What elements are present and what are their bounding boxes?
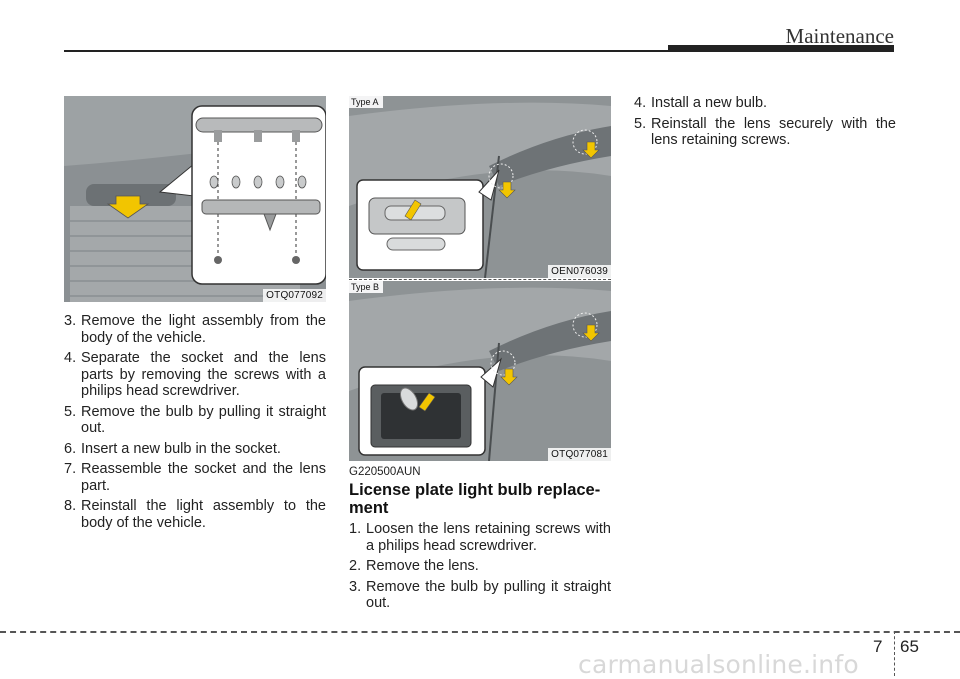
stop-lamp-illustration (64, 96, 326, 302)
footer-rule (0, 631, 960, 633)
list-item: 5.Reinstall the lens securely with the l… (634, 116, 896, 149)
step-list: 3.Remove the light assembly from the bod… (64, 313, 326, 531)
watermark: carmanualsonline.info (578, 650, 859, 679)
list-item: 3.Remove the light assembly from the bod… (64, 313, 326, 346)
list-item: 7.Reassemble the socket and the lens par… (64, 461, 326, 494)
arrow-down-icon (500, 368, 518, 386)
arrow-down-icon (582, 324, 600, 342)
page-number: 65 (900, 637, 919, 656)
step-text: Remove the bulb by pulling it straight o… (81, 403, 326, 437)
arrow-down-icon (106, 195, 150, 219)
step-list: 1.Loosen the lens retaining screws with … (349, 521, 611, 612)
step-text: Reinstall the light assembly to the body… (81, 498, 326, 531)
list-item: 3.Remove the bulb by pulling it straight… (349, 579, 611, 612)
step-text: Loosen the lens retaining screws with a … (366, 521, 611, 554)
step-text: Install a new bulb. (651, 95, 768, 111)
step-text: Separate the socket and the lens parts b… (81, 350, 326, 399)
step-number: 3. (64, 313, 77, 329)
arrow-icon (404, 199, 422, 221)
figure-separator (349, 279, 611, 280)
arrow-down-icon (498, 181, 516, 199)
left-steps-column: 3.Remove the light assembly from the bod… (64, 313, 326, 535)
list-item: 2.Remove the lens. (349, 558, 611, 575)
figure-code-label: OTQ077092 (263, 289, 326, 302)
list-item: 6.Insert a new bulb in the socket. (64, 441, 326, 458)
figure-type-a: Type A OEN076039 (349, 96, 611, 278)
section-title: License plate light bulb replace-ment (349, 481, 601, 517)
figure-code-label: OTQ077081 (548, 448, 611, 461)
section-code: G220500AUN (349, 466, 421, 478)
list-item: 4.Install a new bulb. (634, 95, 896, 112)
license-lamp-type-b-illustration (349, 281, 611, 461)
figure-type-label: Type A (349, 96, 383, 108)
page-header-title: Maintenance (785, 24, 894, 48)
list-item: 8.Reinstall the light assembly to the bo… (64, 498, 326, 531)
list-item: 5.Remove the bulb by pulling it straight… (64, 404, 326, 437)
page-chapter-number: 7 (873, 637, 883, 656)
step-text: Remove the lens. (366, 558, 479, 574)
header-rule (64, 50, 894, 52)
middle-steps-column: 1.Loosen the lens retaining screws with … (349, 521, 611, 616)
step-text: Insert a new bulb in the socket. (81, 440, 281, 457)
step-text: Reassemble the socket and the lens part. (81, 461, 326, 494)
step-number: 5. (64, 403, 77, 420)
step-number: 5. (634, 115, 647, 132)
license-lamp-type-a-illustration (349, 96, 611, 278)
footer-divider (894, 631, 895, 676)
header-tab-bar (668, 45, 894, 52)
step-text: Remove the light assembly from the body … (81, 313, 326, 346)
step-number: 1. (349, 521, 362, 537)
list-item: 1.Loosen the lens retaining screws with … (349, 521, 611, 554)
step-list: 4.Install a new bulb. 5.Reinstall the le… (634, 95, 896, 149)
arrow-down-icon (582, 141, 600, 159)
figure-stop-lamp: OTQ077092 (64, 96, 326, 302)
right-steps-column: 4.Install a new bulb. 5.Reinstall the le… (634, 95, 896, 153)
step-number: 6. (64, 440, 77, 457)
step-number: 2. (349, 558, 362, 574)
figure-code-label: OEN076039 (548, 265, 611, 278)
arrow-icon (418, 392, 436, 412)
step-text: Remove the bulb by pulling it straight o… (366, 578, 611, 612)
list-item: 4.Separate the socket and the lens parts… (64, 350, 326, 400)
step-number: 7. (64, 461, 77, 477)
figure-type-label: Type B (349, 281, 384, 293)
step-number: 3. (349, 578, 362, 595)
step-text: Reinstall the lens securely with the len… (651, 115, 896, 149)
step-number: 4. (634, 95, 647, 111)
figure-type-b: Type B OTQ077081 (349, 281, 611, 461)
step-number: 8. (64, 498, 77, 514)
step-number: 4. (64, 350, 77, 366)
